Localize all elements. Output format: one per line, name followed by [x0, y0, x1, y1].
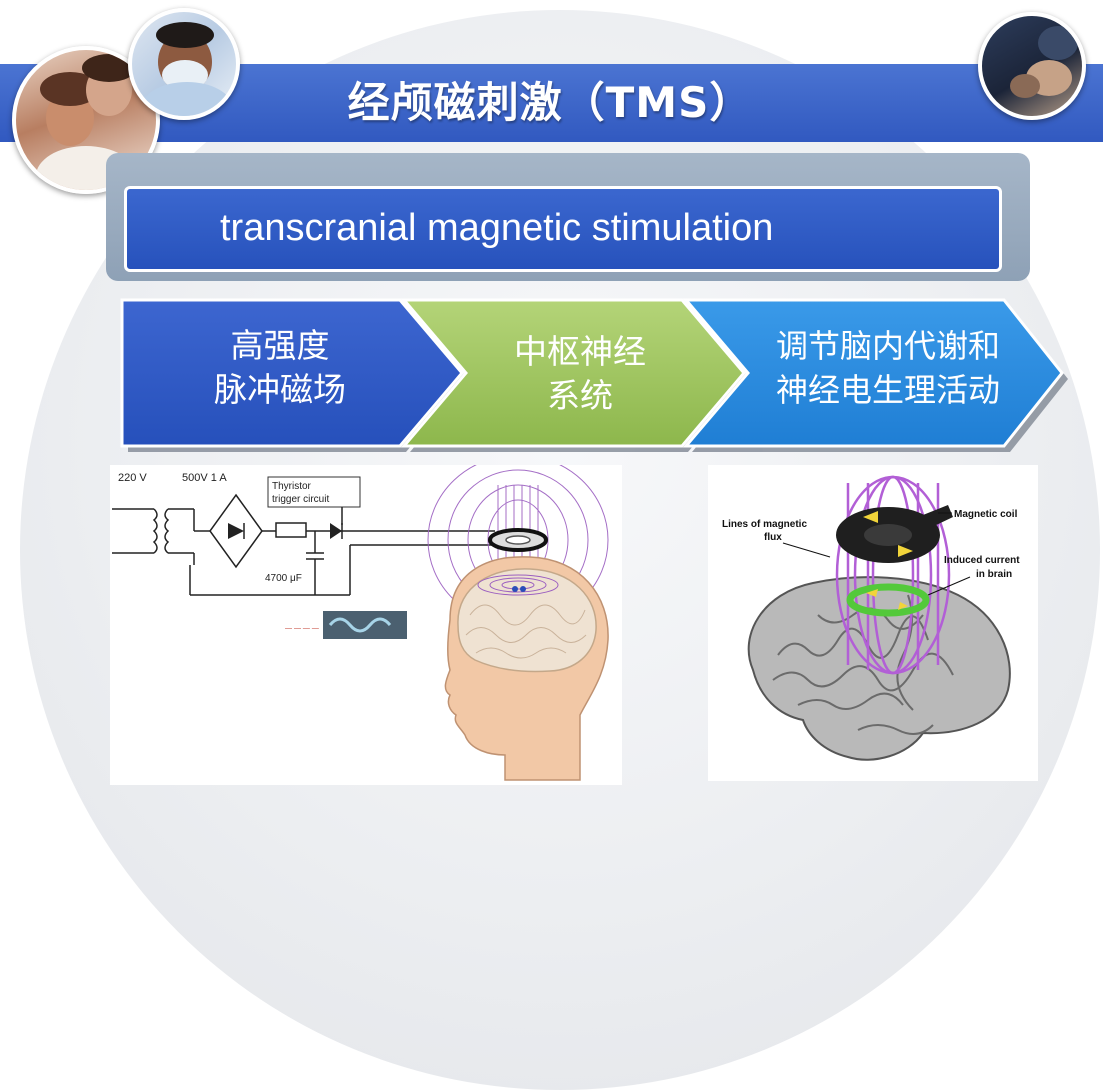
flow-step-3-line2: 神经电生理活动 [775, 371, 1000, 409]
page-title: 经颅磁刺激（TMS） [347, 78, 753, 127]
current-label-1: Induced current [944, 555, 1020, 566]
flow-step-1-line2: 脉冲磁场 [214, 370, 346, 409]
subtitle-text: transcranial magnetic stimulation [220, 207, 774, 249]
thyristor-label-2: trigger circuit [272, 494, 329, 505]
flow-step-3-arrow [682, 298, 1064, 448]
flow-step-2-line1: 中枢神经 [514, 332, 646, 371]
flux-label-1: Lines of magnetic [722, 519, 807, 530]
voltage-out-label: 500V 1 A [182, 472, 227, 484]
flow-step-1-arrow [120, 298, 464, 448]
photo-hands-icon [978, 12, 1086, 120]
thyristor-label-1: Thyristor [272, 481, 312, 492]
photo-doctor-icon [128, 8, 240, 120]
flow-step-1-line1: 高强度 [230, 326, 330, 365]
svg-text:— — — —: — — — — [285, 625, 319, 632]
flux-label-2: flux [764, 532, 782, 543]
flow-step-2-line2: 系统 [547, 376, 613, 415]
circuit-head-diagram: 220 V 500V 1 A Thyristor trigger circuit… [110, 454, 622, 785]
flow-step-2-arrow [400, 298, 746, 448]
capacitor-label: 4700 μF [265, 573, 302, 584]
flow-step-2-label: 中枢神经 系统 [470, 330, 690, 418]
coil-label: Magnetic coil [954, 509, 1018, 520]
flow-step-3-line1: 调节脑内代谢和 [775, 327, 1000, 365]
current-label-2: in brain [976, 569, 1012, 580]
flow-step-1-label: 高强度 脉冲磁场 [160, 324, 400, 412]
subtitle-box [124, 186, 1002, 272]
voltage-in-label: 220 V [118, 472, 147, 484]
flow-step-3-label: 调节脑内代谢和 神经电生理活动 [738, 324, 1038, 412]
coil-brain-diagram: Lines of magnetic flux Magnetic coil Ind… [708, 465, 1038, 781]
flow-arrows [120, 298, 1068, 452]
